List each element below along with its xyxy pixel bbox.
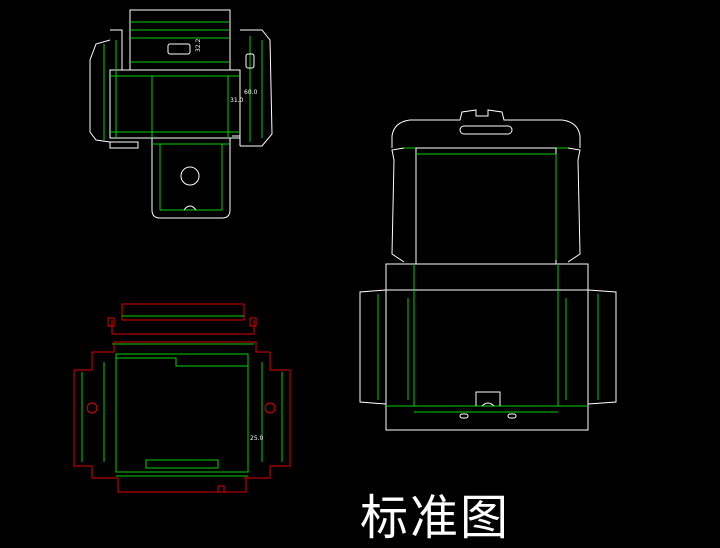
dimension-label-4: 25.0 bbox=[250, 435, 264, 442]
dieline-top-left bbox=[89, 9, 273, 219]
dimension-label-3: 31.0 bbox=[230, 97, 244, 104]
drawing-caption: 标准图 bbox=[360, 490, 511, 546]
dimension-label-1: 32.2 bbox=[195, 38, 202, 52]
dieline-bottom-left bbox=[73, 303, 291, 493]
dimension-label-2: 60.0 bbox=[244, 89, 258, 96]
dieline-right bbox=[359, 109, 617, 431]
